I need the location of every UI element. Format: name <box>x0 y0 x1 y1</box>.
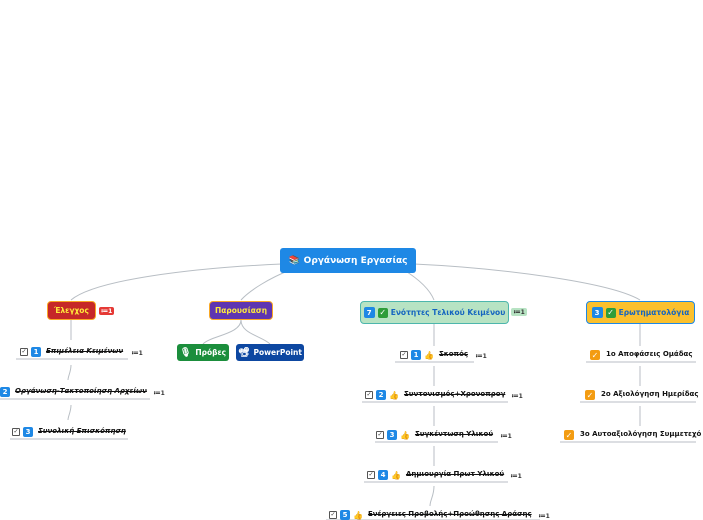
subtopic-label: Συντονισμός+Χρονοπρογ <box>403 390 506 398</box>
subtopic-section-4[interactable]: ✓ 4 👍 Δημιουργία Πρωτ Υλικού <box>367 470 506 480</box>
subtopic-label: Πρόβες <box>195 348 227 357</box>
number-badge: 3 <box>591 307 603 318</box>
topic-parousiasi[interactable]: Παρουσίαση <box>209 301 273 320</box>
check-mark-icon: ✓ <box>590 350 600 360</box>
number-badge: 2 <box>376 390 386 400</box>
subtopic-check-2[interactable]: 2 Οργάνωση-Τακτοποίηση Αρχείων <box>0 387 149 397</box>
list-icon: ≔ <box>513 308 521 316</box>
list-icon: ≔ <box>511 392 519 400</box>
subtopic-label: 2ο Αξιολόγηση Ημερίδας <box>601 390 699 398</box>
topic-enotites[interactable]: 7 ✓ Ενότητες Τελικού Κειμένου <box>360 301 509 324</box>
task-checkbox[interactable]: ✓ <box>12 428 20 436</box>
task-checkbox[interactable]: ✓ <box>400 351 408 359</box>
check-mark-icon: ✓ <box>564 430 574 440</box>
subtopic-section-3[interactable]: ✓ 3 👍 Συγκέντωση Υλικού <box>376 430 495 440</box>
notes-badge[interactable]: ≔1 <box>99 307 114 315</box>
topic-label: Ενότητες Τελικού Κειμένου <box>390 308 506 317</box>
subtopic-label: Συνολική Επισκόπηση <box>38 427 126 435</box>
notes-badge[interactable]: ≔1 <box>538 512 550 520</box>
task-checkbox[interactable]: ✓ <box>367 471 375 479</box>
check-mark-icon: ✓ <box>377 307 388 318</box>
list-icon: ≔ <box>510 472 518 480</box>
notes-badge[interactable]: ≔1 <box>153 389 165 397</box>
list-icon: ≔ <box>100 307 109 315</box>
number-badge: 1 <box>31 347 41 357</box>
task-checkbox[interactable]: ✓ <box>376 431 384 439</box>
notes-badge[interactable]: ≔1 <box>510 472 522 480</box>
topic-label: Έλεγχος <box>54 306 89 315</box>
books-icon: 📚 <box>288 255 300 266</box>
list-icon: ≔ <box>538 512 546 520</box>
check-mark-icon: ✓ <box>585 390 595 400</box>
subtopic-questionnaire-3[interactable]: ✓ 3ο Αυτοαξιολόγηση Συμμετεχό <box>564 430 703 440</box>
topic-label: Ερωτηματολόγια <box>618 308 690 317</box>
topic-erotimatologia[interactable]: 3 ✓ Ερωτηματολόγια <box>586 301 695 324</box>
list-icon: ≔ <box>475 352 483 360</box>
subtopic-check-1[interactable]: ✓ 1 Επιμέλεια Κειμένων <box>20 347 125 357</box>
task-checkbox[interactable]: ✓ <box>20 348 28 356</box>
check-mark-icon: ✓ <box>605 307 616 318</box>
number-badge: 7 <box>363 307 375 318</box>
subtopic-powerpoint[interactable]: 📽 PowerPoint <box>236 344 304 361</box>
subtopic-check-3[interactable]: ✓ 3 Συνολική Επισκόπηση <box>12 427 128 437</box>
subtopic-label: Συγκέντωση Υλικού <box>414 430 494 438</box>
subtopic-section-2[interactable]: ✓ 2 👍 Συντονισμός+Χρονοπρογ <box>365 390 507 400</box>
microphone-icon: 🎙 <box>179 347 192 358</box>
subtopic-label: Οργάνωση-Τακτοποίηση Αρχείων <box>15 387 147 395</box>
subtopic-label: PowerPoint <box>253 348 302 357</box>
subtopic-section-1[interactable]: ✓ 1 👍 Σκοπός <box>400 350 470 360</box>
thumbs-up-icon: 👍 <box>353 510 363 520</box>
subtopic-questionnaire-1[interactable]: ✓ 1ο Αποφάσεις Ομάδας <box>590 350 695 360</box>
number-badge: 4 <box>378 470 388 480</box>
subtopic-label: Σκοπός <box>438 350 469 358</box>
root-label: Οργάνωση Εργασίας <box>303 255 408 266</box>
number-badge: 1 <box>411 350 421 360</box>
subtopic-label: Επιμέλεια Κειμένων <box>46 347 124 355</box>
number-badge: 5 <box>340 510 350 520</box>
projector-icon: 📽 <box>238 347 250 358</box>
topic-elegxos[interactable]: Έλεγχος <box>47 301 96 320</box>
list-icon: ≔ <box>131 349 139 357</box>
subtopic-questionnaire-2[interactable]: ✓ 2ο Αξιολόγηση Ημερίδας <box>585 390 700 400</box>
thumbs-up-icon: 👍 <box>424 350 434 360</box>
notes-badge[interactable]: ≔1 <box>511 392 523 400</box>
subtopic-section-5[interactable]: ✓ 5 👍 Ενέργειες Προβολής+Προώθησης Δράση… <box>329 510 534 520</box>
topic-label: Παρουσίαση <box>214 306 268 315</box>
thumbs-up-icon: 👍 <box>400 430 410 440</box>
subtopic-label: Δημιουργία Πρωτ Υλικού <box>405 470 505 478</box>
number-badge: 3 <box>387 430 397 440</box>
thumbs-up-icon: 👍 <box>391 470 401 480</box>
list-icon: ≔ <box>153 389 161 397</box>
list-icon: ≔ <box>500 432 508 440</box>
subtopic-proves[interactable]: 🎙 Πρόβες <box>177 344 229 361</box>
subtopic-label: 1ο Αποφάσεις Ομάδας <box>606 350 693 358</box>
notes-badge[interactable]: ≔1 <box>131 349 143 357</box>
root-topic[interactable]: 📚 Οργάνωση Εργασίας <box>280 248 416 273</box>
task-checkbox[interactable]: ✓ <box>329 511 337 519</box>
thumbs-up-icon: 👍 <box>389 390 399 400</box>
number-badge: 3 <box>23 427 33 437</box>
notes-badge[interactable]: ≔1 <box>511 308 527 316</box>
notes-badge[interactable]: ≔1 <box>475 352 487 360</box>
number-badge: 2 <box>0 387 10 397</box>
subtopic-label: 3ο Αυτοαξιολόγηση Συμμετεχό <box>580 430 702 438</box>
notes-badge[interactable]: ≔1 <box>500 432 512 440</box>
task-checkbox[interactable]: ✓ <box>365 391 373 399</box>
subtopic-label: Ενέργειες Προβολής+Προώθησης Δράσης <box>367 510 532 518</box>
